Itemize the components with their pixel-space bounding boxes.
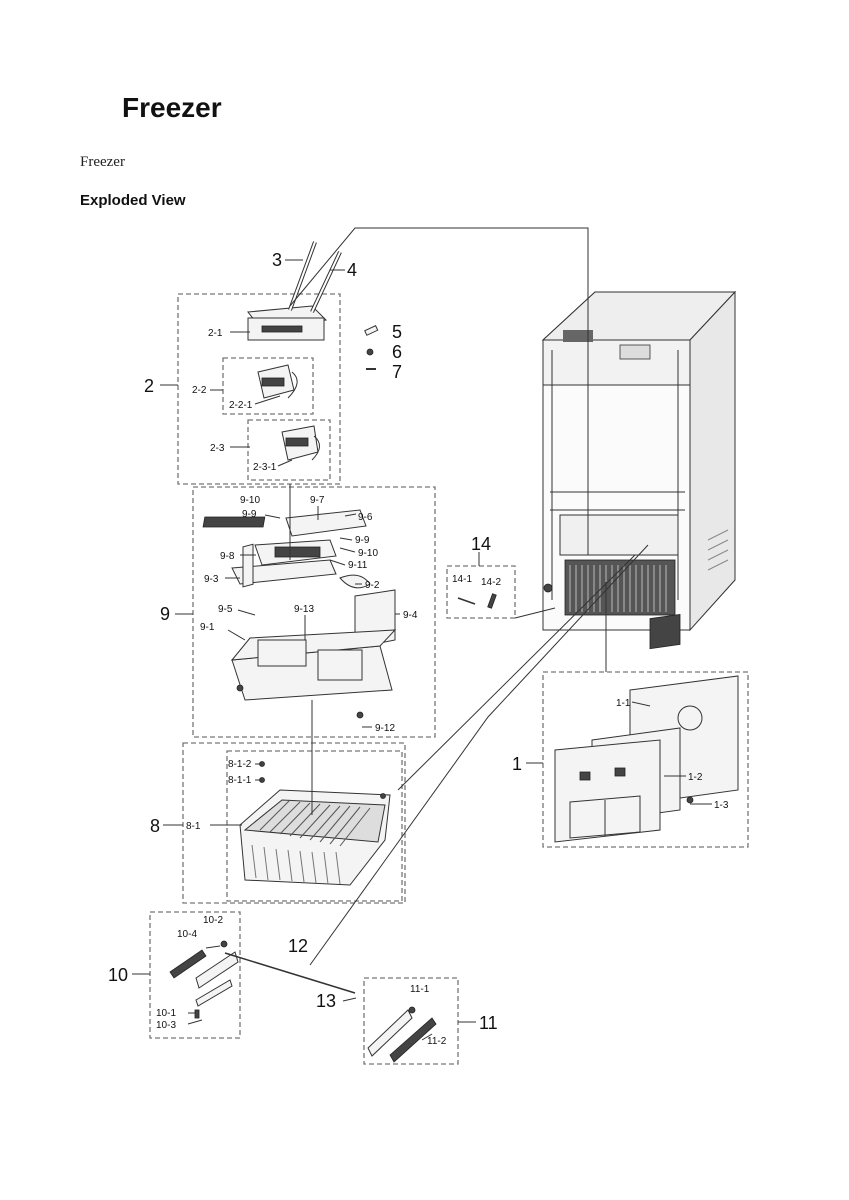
page-title: Freezer (122, 92, 222, 123)
label-9-2: 9-2 (365, 580, 380, 591)
label-2-3: 2-3 (210, 443, 225, 454)
group-box-2 (177, 293, 341, 485)
label-2: 2 (144, 376, 154, 396)
label-13: 13 (316, 991, 336, 1011)
label-10-1: 10-1 (156, 1008, 176, 1019)
label-9-7: 9-7 (310, 495, 325, 506)
label-9-6: 9-6 (358, 512, 373, 523)
label-8-1-1: 8-1-1 (228, 775, 252, 786)
label-2-2-1: 2-2-1 (229, 400, 253, 411)
label-9-9-right: 9-9 (355, 535, 370, 546)
leader-lines (132, 259, 712, 1041)
refrigerator-cabinet (541, 290, 737, 638)
label-9-1: 9-1 (200, 622, 215, 633)
label-9-10-right: 9-10 (358, 548, 378, 559)
part-14-2 (487, 593, 497, 609)
part-14-1 (457, 597, 476, 605)
label-10: 10 (108, 965, 128, 985)
label-14: 14 (471, 534, 491, 554)
part-6 (366, 348, 374, 356)
label-1-3: 1-3 (714, 800, 729, 811)
label-9: 9 (160, 604, 170, 624)
label-9-3: 9-3 (204, 574, 219, 585)
label-10-3: 10-3 (156, 1020, 176, 1031)
label-11-2: 11-2 (427, 1036, 447, 1047)
label-9-12: 9-12 (375, 723, 395, 734)
connector-lines (289, 227, 649, 966)
label-9-4: 9-4 (403, 610, 418, 621)
group-box-2-2 (222, 357, 314, 415)
group-box-9 (192, 486, 436, 738)
label-9-9-top: 9-9 (242, 509, 257, 520)
group-box-8-1 (226, 750, 403, 902)
label-1-2: 1-2 (688, 772, 703, 783)
label-8-1: 8-1 (186, 821, 201, 832)
rail-assembly-left (169, 940, 239, 1019)
part-5 (364, 324, 379, 336)
drawer-assembly (202, 509, 397, 719)
page-subtitle: Freezer (80, 154, 125, 170)
label-10-2: 10-2 (203, 915, 223, 926)
group-box-2-3 (247, 419, 331, 481)
control-panel-assembly (554, 613, 739, 843)
label-11-1: 11-1 (410, 984, 430, 995)
label-2-2: 2-2 (192, 385, 207, 396)
label-4: 4 (347, 260, 357, 280)
label-3: 3 (272, 250, 282, 270)
label-14-1: 14-1 (452, 574, 472, 585)
label-2-3-1: 2-3-1 (253, 462, 277, 473)
group-box-8 (182, 742, 406, 904)
group-box-14 (446, 565, 516, 619)
section-heading: Exploded View (80, 192, 186, 209)
rod-4 (310, 251, 342, 313)
ice-maker-assembly (247, 305, 328, 461)
freezer-basket (239, 761, 391, 886)
label-9-10-top: 9-10 (240, 495, 260, 506)
rod-3 (288, 241, 317, 311)
label-10-4: 10-4 (177, 929, 197, 940)
group-box-1 (542, 671, 749, 848)
label-8: 8 (150, 816, 160, 836)
label-14-2: 14-2 (481, 577, 501, 588)
label-9-5: 9-5 (218, 604, 233, 615)
part-12-rod (224, 952, 356, 994)
label-9-13: 9-13 (294, 604, 314, 615)
label-2-1: 2-1 (208, 328, 223, 339)
label-1-1: 1-1 (616, 698, 631, 709)
group-box-11 (363, 977, 459, 1065)
label-9-8: 9-8 (220, 551, 235, 562)
label-6: 6 (392, 342, 402, 362)
group-box-10 (149, 911, 241, 1039)
label-11: 11 (479, 1013, 498, 1033)
part-labels: 3 4 5 6 7 2-1 2 2-2 2-2-1 2-3 2-3-1 9-10… (108, 250, 729, 1047)
label-8-1-2: 8-1-2 (228, 759, 252, 770)
label-9-11: 9-11 (348, 560, 368, 571)
label-7: 7 (392, 362, 402, 382)
label-5: 5 (392, 322, 402, 342)
label-12: 12 (288, 936, 308, 956)
rail-assembly-right (367, 1006, 437, 1063)
label-1: 1 (512, 754, 522, 774)
